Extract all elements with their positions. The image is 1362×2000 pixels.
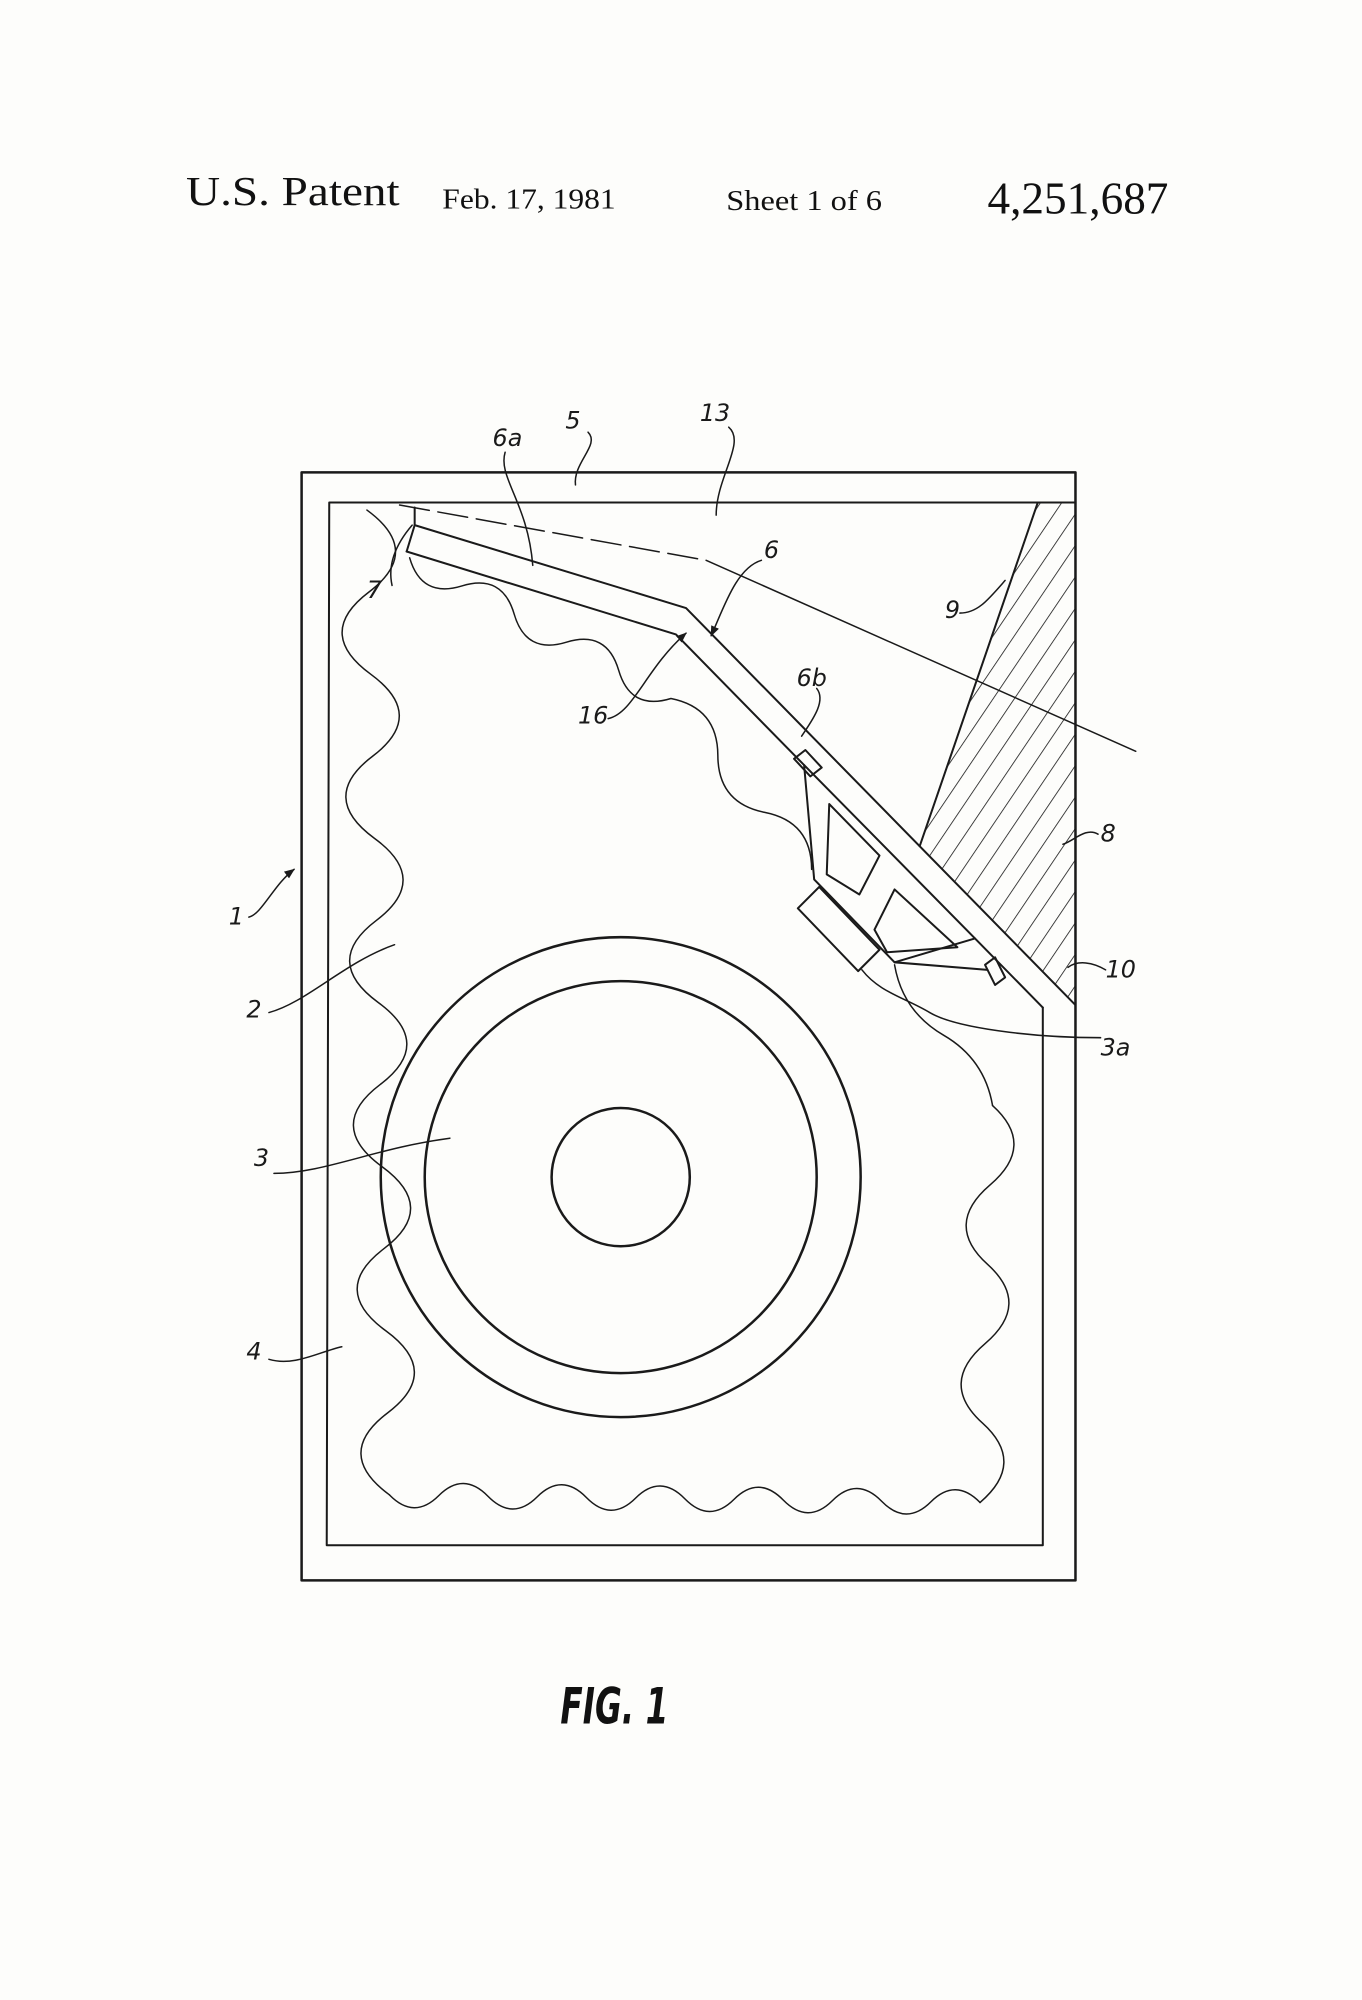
tweeter-magnet-box bbox=[796, 885, 881, 973]
sight-line bbox=[705, 559, 1137, 753]
reference-numeral-10: 10 bbox=[1106, 955, 1136, 983]
leader-line-3 bbox=[273, 1137, 451, 1175]
header-title: U.S. Patent bbox=[186, 168, 400, 214]
reference-numeral-16: 16 bbox=[578, 702, 608, 730]
leader-line-5 bbox=[574, 431, 592, 486]
cabinet-outer-wall bbox=[300, 471, 1077, 1582]
reflector-panel-end-cap bbox=[405, 506, 416, 553]
reference-numeral-3a: 3a bbox=[1101, 1033, 1131, 1061]
hatched-block bbox=[919, 502, 1076, 1006]
header-sheet: Sheet 1 of 6 bbox=[726, 185, 882, 217]
tweeter-mount-block bbox=[793, 748, 823, 778]
leader-line-4 bbox=[268, 1345, 343, 1363]
reference-numeral-2: 2 bbox=[246, 996, 261, 1024]
reflector-panel-outer-edge bbox=[413, 524, 1077, 1007]
absorbent-boundary-left bbox=[341, 509, 415, 1496]
woofer-cone bbox=[423, 979, 818, 1375]
reference-numeral-6: 6 bbox=[764, 536, 779, 564]
reference-numeral-8: 8 bbox=[1101, 820, 1116, 848]
leader-line-6 bbox=[710, 559, 763, 637]
reference-numeral-6b: 6b bbox=[797, 664, 827, 692]
leader-line-2 bbox=[268, 943, 396, 1014]
woofer-outer-ring bbox=[379, 935, 862, 1419]
reference-numeral-13: 13 bbox=[700, 399, 730, 427]
leader-line-10 bbox=[1067, 962, 1107, 971]
leader-line-6a bbox=[503, 451, 534, 567]
header-date: Feb. 17, 1981 bbox=[442, 184, 615, 216]
absorbent-boundary-top bbox=[408, 557, 813, 871]
leader-line-6b bbox=[800, 687, 821, 737]
woofer-dust-cap bbox=[550, 1106, 692, 1248]
tweeter-horn-upper bbox=[825, 803, 881, 896]
absorbent-boundary-right-upper bbox=[893, 964, 994, 1107]
leader-line-13 bbox=[715, 426, 735, 516]
cabinet-inner-wall bbox=[325, 501, 1077, 1547]
leader-line-9 bbox=[959, 579, 1006, 614]
absorbent-boundary-bottom bbox=[388, 1482, 981, 1515]
reference-numeral-3: 3 bbox=[254, 1144, 269, 1172]
leader-line-7 bbox=[390, 524, 413, 587]
absorbent-boundary-right bbox=[960, 1104, 1015, 1504]
figure-caption: FIG. 1 bbox=[560, 1677, 668, 1736]
reference-numeral-9: 9 bbox=[945, 596, 960, 624]
reference-numeral-5: 5 bbox=[565, 406, 580, 434]
reference-numeral-1: 1 bbox=[229, 903, 244, 931]
leader-line-16 bbox=[607, 632, 687, 720]
tweeter-horn-lower bbox=[873, 888, 959, 954]
reference-numeral-7: 7 bbox=[367, 576, 382, 604]
reference-numeral-4: 4 bbox=[246, 1337, 261, 1365]
leader-line-1 bbox=[248, 868, 295, 918]
leader-line-8 bbox=[1062, 831, 1099, 845]
reflector-panel-inner-edge bbox=[405, 550, 1044, 1009]
header-patent-number: 4,251,687 bbox=[988, 174, 1169, 224]
tweeter-end-mount bbox=[984, 956, 1007, 986]
block-face-line bbox=[918, 501, 1039, 848]
tweeter-back-line bbox=[893, 961, 989, 971]
dashed-line bbox=[398, 504, 707, 562]
reference-numeral-6a: 6a bbox=[493, 424, 523, 452]
leader-line-3a bbox=[861, 969, 1102, 1039]
